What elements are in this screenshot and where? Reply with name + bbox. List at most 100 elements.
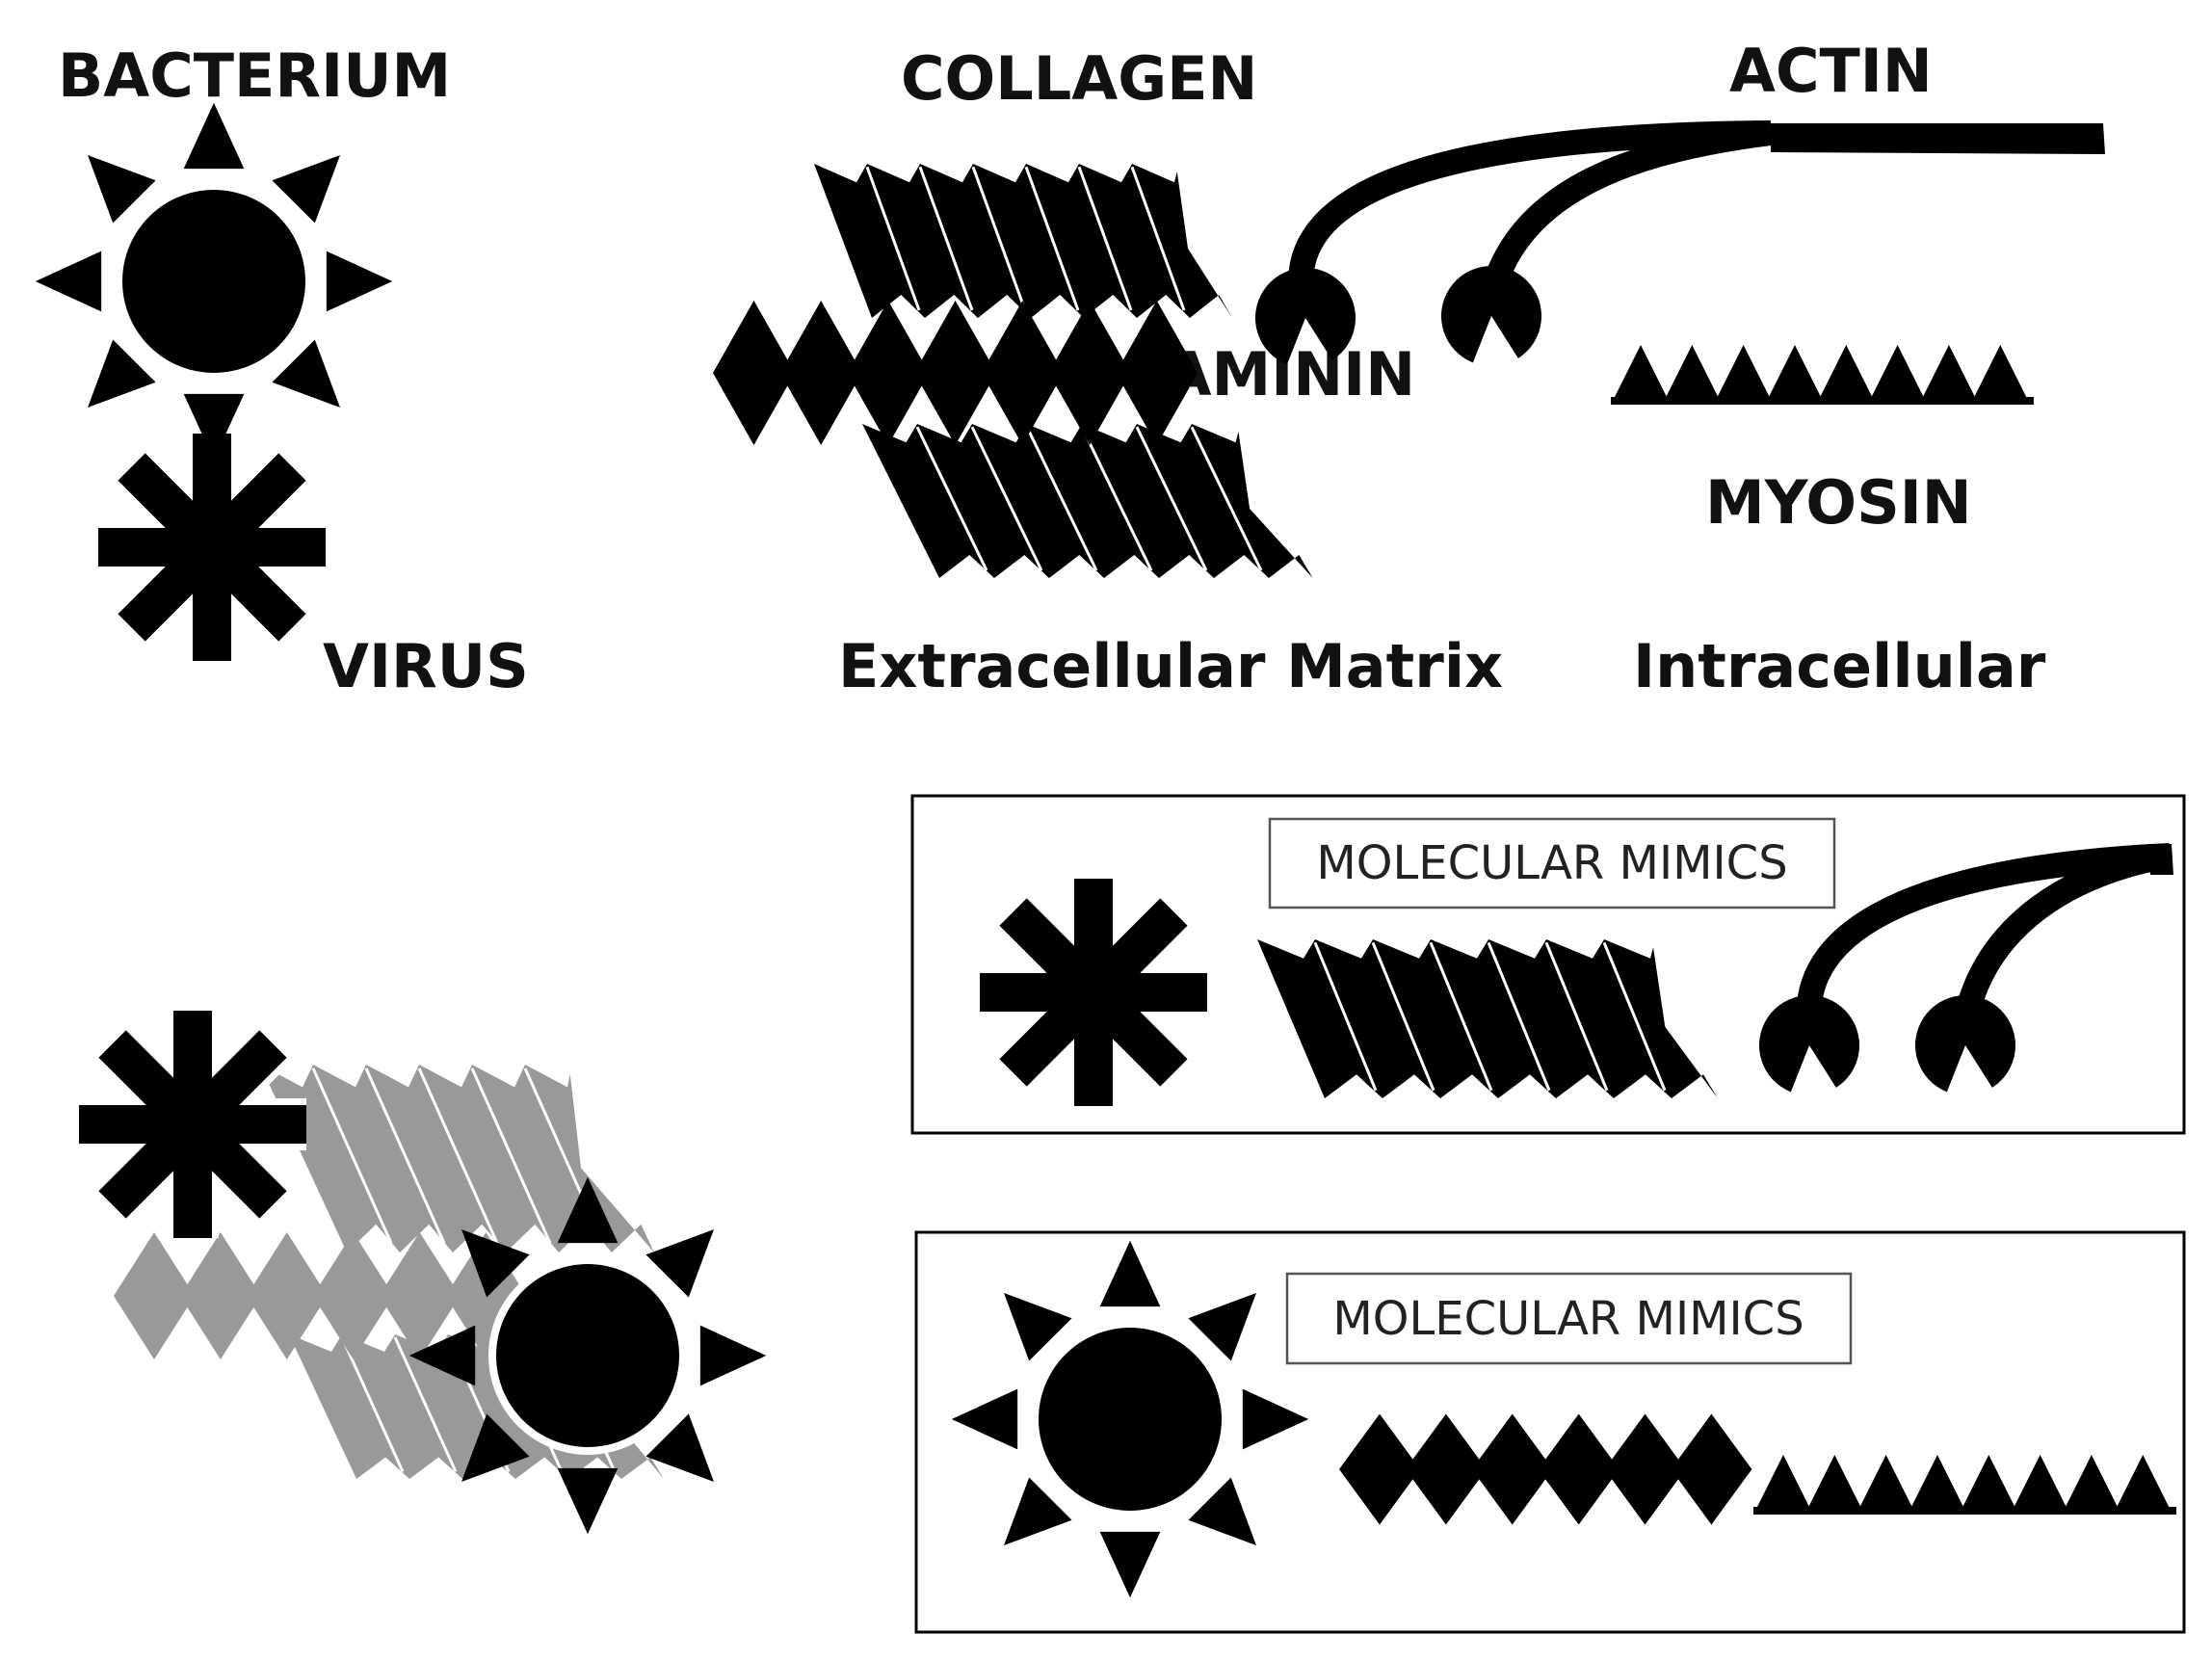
mimicry-binding-illustration xyxy=(79,1011,767,1535)
laminin-diamond xyxy=(779,301,862,445)
myosin-tooth xyxy=(1713,345,1774,405)
collagen-ridge xyxy=(393,1336,458,1473)
virus-icon xyxy=(98,434,326,661)
actin-head xyxy=(1255,268,1356,365)
myosin-filament-icon xyxy=(1611,345,2034,405)
virus-mimic-icon xyxy=(980,879,1207,1106)
bacterium-spike xyxy=(35,250,102,312)
actin-filament-icon xyxy=(1255,120,2105,365)
laminin-diamond xyxy=(114,1232,195,1359)
virus-arm xyxy=(98,1030,287,1219)
collagen-ridge xyxy=(1487,941,1551,1092)
collagen-mimic-icon xyxy=(1257,939,1718,1098)
laminin-mimic-icon xyxy=(1339,1413,1752,1525)
bacterium-spike xyxy=(272,339,340,408)
myosin-tooth xyxy=(1867,345,1928,405)
bound-virus-icon xyxy=(79,1011,306,1238)
bacterium-mimic-icon xyxy=(951,1240,1309,1598)
actin-arm xyxy=(1796,843,2171,1023)
shadow-collagen-band xyxy=(260,1065,654,1252)
bacterium-spike xyxy=(1242,1388,1309,1450)
bacterium-spike xyxy=(1188,1477,1256,1545)
laminin-diamond xyxy=(1116,301,1198,445)
actin-arm xyxy=(1479,120,1773,301)
actin-arm xyxy=(1953,843,2172,1024)
collagen-ridge xyxy=(1429,941,1493,1092)
bacterium-spike xyxy=(88,155,156,224)
collagen-ridge xyxy=(1080,426,1153,571)
bacterium-body xyxy=(1039,1328,1222,1511)
collagen-ridge xyxy=(470,1068,552,1244)
bacterium-spike xyxy=(272,155,340,224)
laminin-diamond xyxy=(713,301,795,445)
actin-arms xyxy=(1255,120,1773,365)
myosin-tooth xyxy=(1907,1455,1967,1515)
virus-arms xyxy=(98,434,326,661)
collagen-ridge xyxy=(1313,941,1378,1092)
myosin-tooth xyxy=(1816,345,1877,405)
mimic-box-frame xyxy=(914,1230,2186,1634)
myosin-tooth xyxy=(1753,1455,1813,1515)
actin-mimic-icon xyxy=(1759,843,2173,1093)
bacterium-spike xyxy=(557,1467,619,1535)
label-virus: VIRUS xyxy=(323,631,529,701)
laminin-diamond xyxy=(1671,1413,1752,1525)
laminin-diamond xyxy=(847,301,930,445)
actin-head xyxy=(1915,995,2015,1093)
myosin-tooth xyxy=(1970,345,2031,405)
virus-arms xyxy=(980,879,1207,1106)
myosin-tooth xyxy=(2113,1455,2173,1515)
laminin-diamond xyxy=(1471,1413,1553,1525)
myosin-tooth xyxy=(1959,1455,2019,1515)
myosin-tooth xyxy=(1611,345,1671,405)
myosin-tooth xyxy=(2061,1455,2121,1515)
collagen-ridge xyxy=(1190,426,1263,571)
label-bacterium: BACTERIUM xyxy=(58,40,451,111)
bacterium-spike xyxy=(645,1413,714,1482)
collagen-mimic-band xyxy=(1257,939,1718,1098)
bacterium-spike xyxy=(461,1229,530,1298)
bacterium-body xyxy=(496,1264,679,1447)
collagen-lower-band xyxy=(862,424,1313,578)
mimic-box-virus: MOLECULAR MIMICS xyxy=(910,794,2186,1135)
mimic-title: MOLECULAR MIMICS xyxy=(1332,1292,1804,1346)
bacterium-spike xyxy=(1188,1293,1256,1361)
label-collagen: COLLAGEN xyxy=(901,43,1257,114)
collagen-upper-band xyxy=(814,164,1232,318)
laminin-diamond xyxy=(1339,1413,1420,1525)
bacterium-spike xyxy=(1099,1240,1161,1307)
laminin-diamond xyxy=(445,1232,527,1359)
collagen-ridge xyxy=(417,1068,499,1244)
label-intracellular: Intracellular xyxy=(1633,631,2046,701)
label-myosin: MYOSIN xyxy=(1705,467,1972,538)
myosin-tooth xyxy=(1856,1455,1916,1515)
mimic-box-bacterium: MOLECULAR MIMICS xyxy=(914,1230,2186,1634)
bacterium-spike xyxy=(183,393,245,461)
collagen-ridge xyxy=(971,166,1027,311)
collagen-fiber-icon xyxy=(814,164,1313,578)
collagen-ridge xyxy=(1130,166,1186,311)
bacterium-spike xyxy=(1004,1293,1072,1361)
bacterium-spike xyxy=(951,1388,1018,1450)
laminin-diamond xyxy=(1048,301,1131,445)
bacterium-body xyxy=(122,190,305,373)
bacterium-icon xyxy=(35,102,393,461)
virus-arm xyxy=(999,898,1188,1087)
collagen-ridge xyxy=(311,1068,393,1244)
collagen-ridge xyxy=(1077,166,1133,311)
collagen-ridge xyxy=(364,1068,446,1244)
shadow-laminin-icon xyxy=(114,1232,527,1359)
collagen-ridge xyxy=(1602,941,1667,1092)
laminin-fiber-icon xyxy=(713,301,1198,445)
bacterium-spike xyxy=(408,1325,476,1386)
actin-head xyxy=(1441,266,1542,363)
bacterium-spike xyxy=(1004,1477,1072,1545)
bound-bacterium-icon xyxy=(408,1176,767,1535)
collagen-ridge xyxy=(1024,166,1080,311)
collagen-ridge xyxy=(1135,426,1208,571)
laminin-diamond xyxy=(1538,1413,1620,1525)
collagen-ridge xyxy=(1544,941,1609,1092)
mimic-title-box xyxy=(1285,1272,1853,1365)
